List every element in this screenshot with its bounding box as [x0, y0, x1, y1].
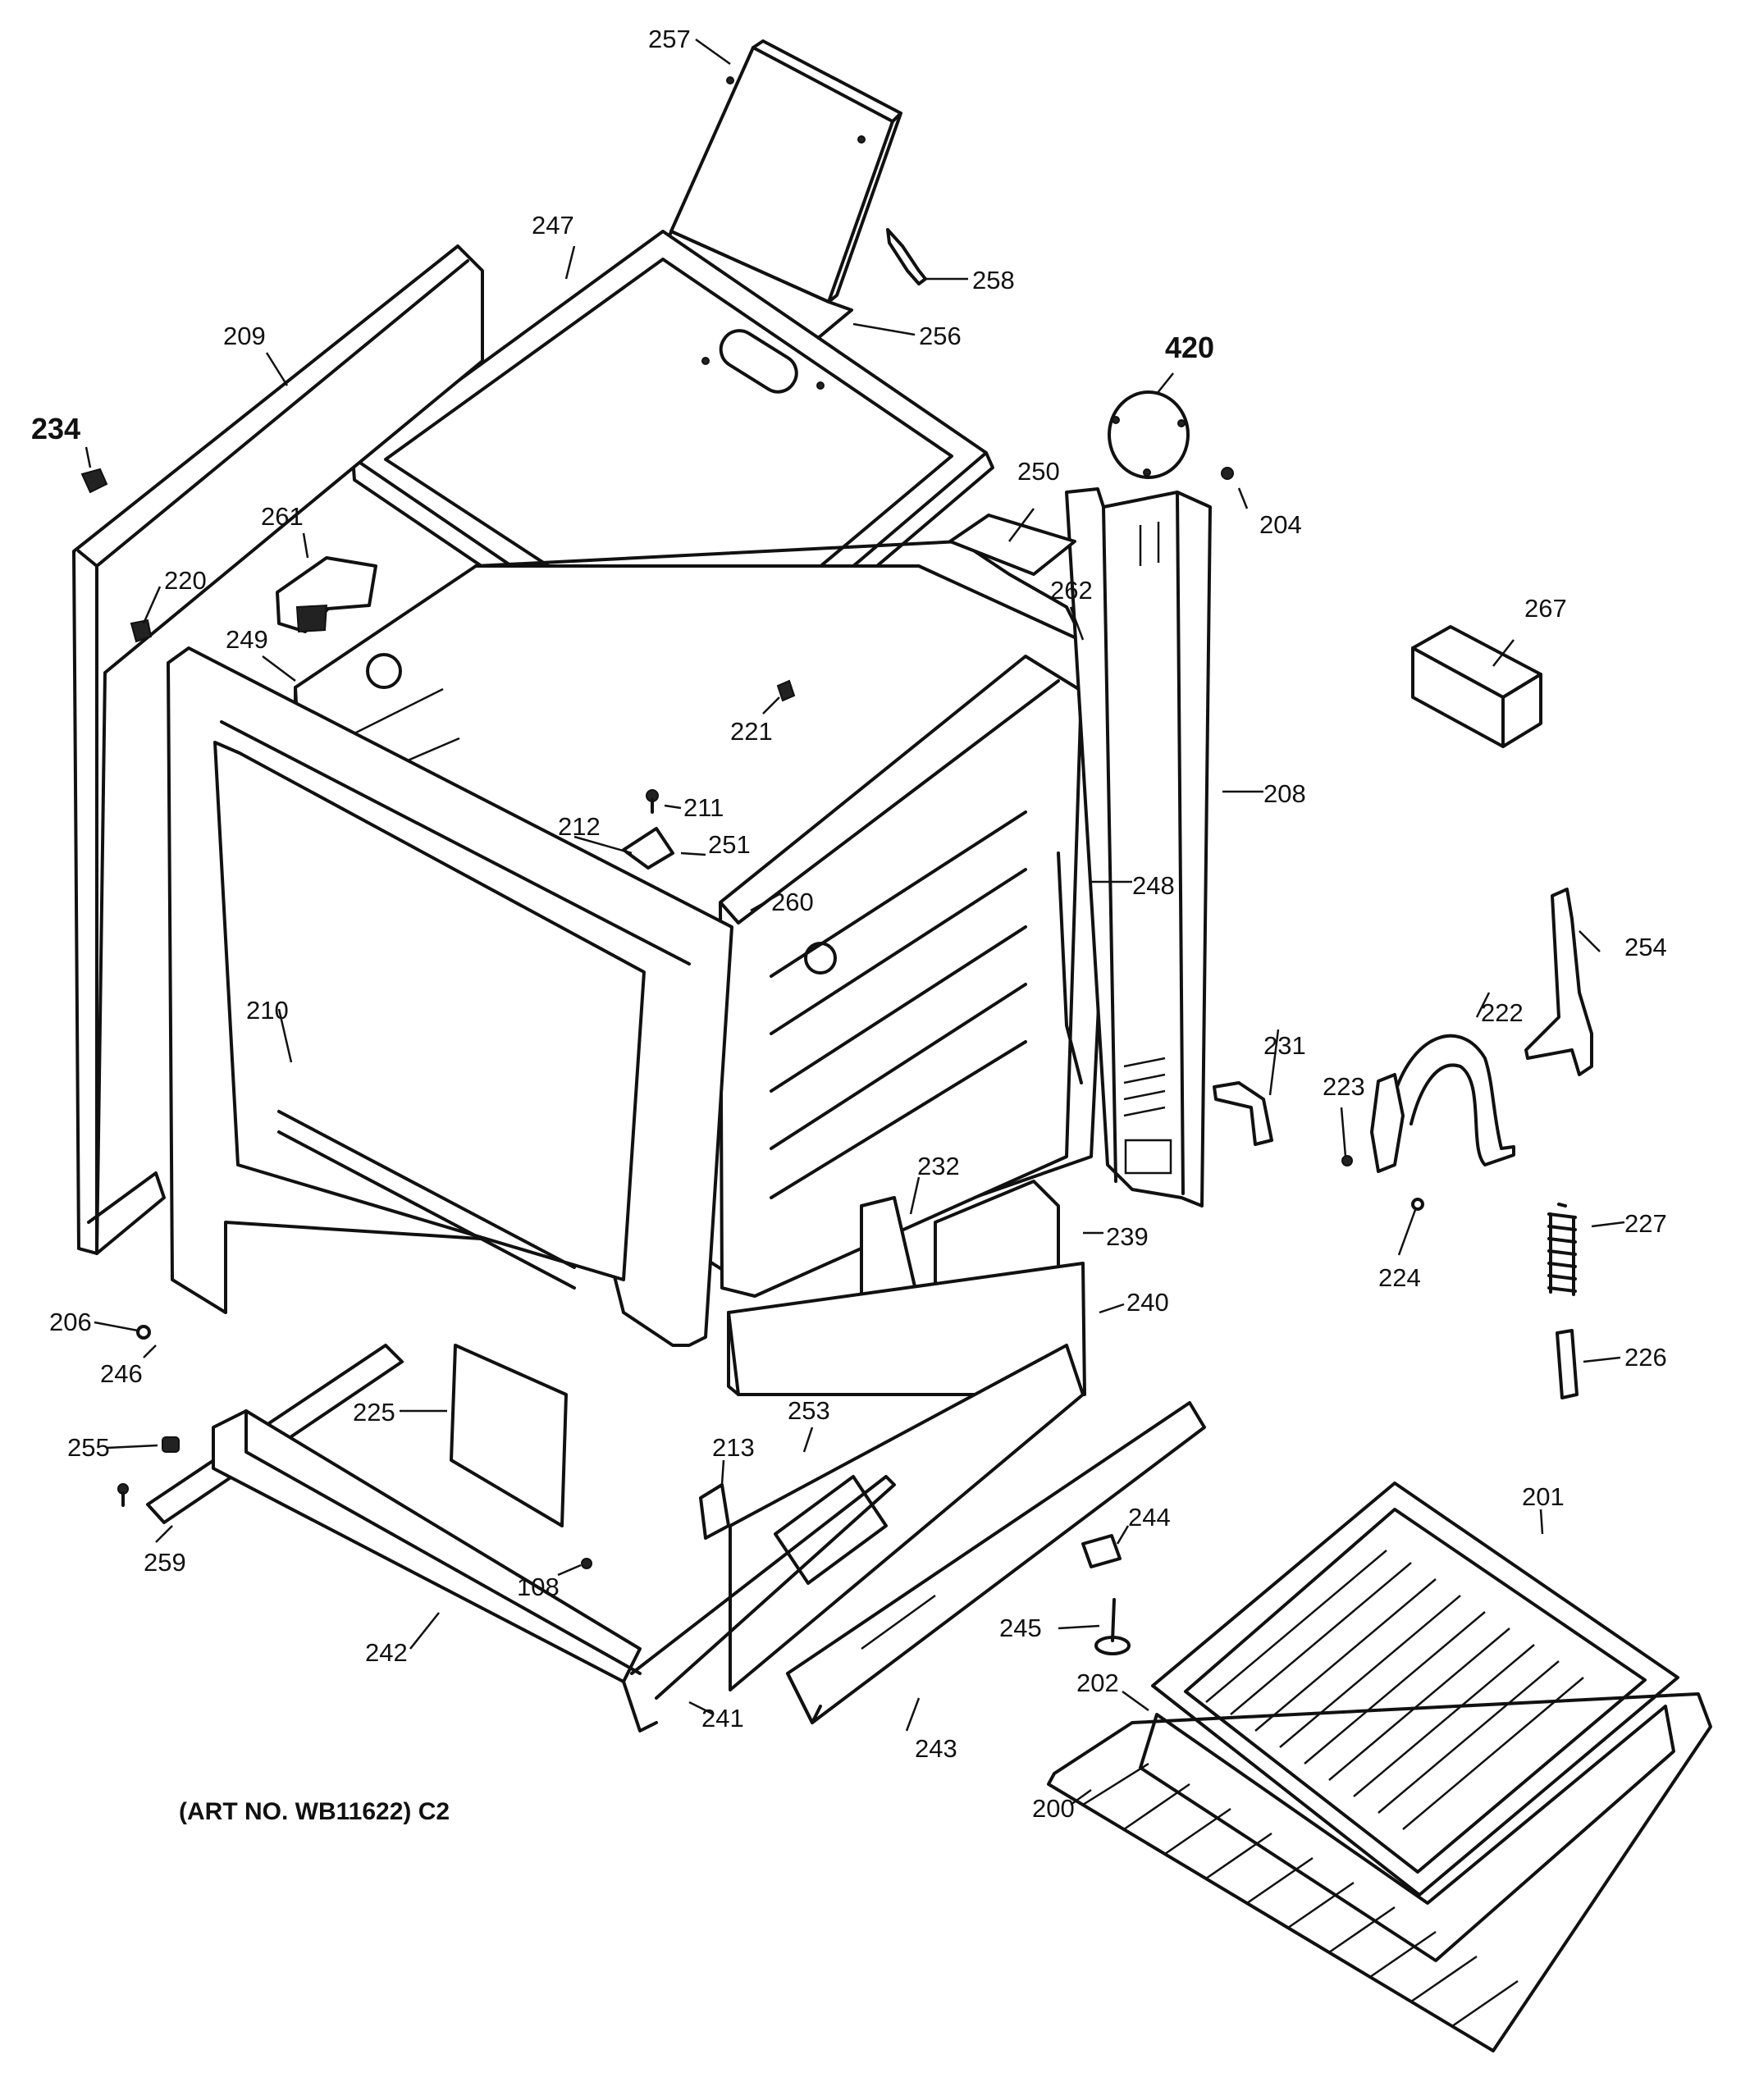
part-420-cover [1108, 390, 1190, 479]
part-258-clip [886, 228, 927, 285]
label-204: 204 [1259, 510, 1302, 539]
art-number: (ART NO. WB11622) C2 [179, 1798, 450, 1825]
part-244-clip [1081, 1534, 1122, 1568]
label-232: 232 [917, 1152, 960, 1180]
label-249: 249 [226, 625, 268, 654]
label-420: 420 [1165, 331, 1214, 364]
label-231: 231 [1263, 1031, 1306, 1060]
part-255-fastener [162, 1436, 180, 1453]
label-211: 211 [683, 793, 724, 822]
part-226-link [1556, 1329, 1579, 1399]
label-243: 243 [915, 1734, 957, 1763]
label-223: 223 [1323, 1072, 1365, 1101]
part-231-bracket [1213, 1081, 1273, 1146]
label-210: 210 [246, 996, 289, 1025]
label-213: 213 [712, 1433, 755, 1462]
label-250: 250 [1017, 457, 1060, 486]
label-245: 245 [999, 1614, 1042, 1642]
label-240: 240 [1126, 1288, 1169, 1317]
part-267-insulation-block [1411, 625, 1542, 748]
label-206: 206 [49, 1308, 92, 1336]
label-234: 234 [31, 412, 80, 445]
part-251-clip [622, 827, 674, 870]
part-261-insulation [276, 556, 377, 633]
part-225-plate [450, 1344, 568, 1527]
label-209: 209 [223, 322, 266, 350]
label-253: 253 [788, 1396, 830, 1425]
part-243-rail [786, 1401, 1206, 1724]
part-254-bracket [1524, 888, 1593, 1076]
leader-lines [85, 38, 1625, 1806]
part-255-screw [117, 1483, 129, 1507]
part-209-side-panel [72, 244, 484, 1255]
part-220-nut [130, 619, 153, 643]
part-241-rail [630, 1475, 896, 1700]
part-204-screw [1221, 467, 1234, 480]
part-253-kick-panel [729, 1344, 1085, 1691]
label-244: 244 [1128, 1503, 1171, 1532]
part-208-rear-panel [1065, 487, 1212, 1208]
label-261: 261 [261, 502, 304, 531]
label-201: 201 [1522, 1482, 1565, 1511]
label-220: 220 [164, 566, 207, 595]
label-267: 267 [1524, 594, 1567, 623]
part-210-front-frame [167, 646, 733, 1347]
label-254: 254 [1624, 933, 1667, 961]
label-247: 247 [532, 211, 574, 240]
part-245-leveler [1094, 1598, 1131, 1655]
label-226: 226 [1624, 1343, 1667, 1372]
part-211-screw [646, 789, 659, 814]
part-242-base [212, 1409, 658, 1732]
label-200: 200 [1032, 1794, 1075, 1823]
label-259: 259 [144, 1548, 186, 1577]
label-225: 225 [353, 1398, 395, 1427]
label-241: 241 [701, 1704, 744, 1732]
part-labels: 257 258 256 247 209 234 420 204 250 261 … [31, 25, 1667, 1823]
label-208: 208 [1263, 779, 1306, 808]
label-242: 242 [365, 1638, 408, 1667]
part-221-fastener [776, 679, 796, 702]
part-234-clip [80, 468, 108, 494]
part-248-side-lower [1057, 851, 1083, 1084]
part-224-nut [1411, 1198, 1424, 1211]
part-202-pan-bottom [1139, 1705, 1675, 1962]
label-258: 258 [972, 266, 1015, 294]
part-201-broiler-pan [1151, 1481, 1679, 1897]
label-251: 251 [708, 830, 751, 859]
part-213-bracket [699, 1483, 730, 1540]
part-222-hinge [1370, 1034, 1515, 1173]
label-260: 260 [771, 888, 814, 916]
part-227-spring [1547, 1203, 1577, 1296]
label-256: 256 [919, 322, 962, 350]
label-246: 246 [100, 1359, 143, 1388]
label-255: 255 [67, 1433, 110, 1462]
label-108: 108 [517, 1573, 560, 1601]
label-262: 262 [1050, 576, 1093, 605]
part-108-screw [581, 1558, 592, 1569]
label-222: 222 [1481, 998, 1524, 1027]
label-202: 202 [1076, 1669, 1119, 1697]
part-246-screw [136, 1325, 151, 1340]
label-239: 239 [1106, 1222, 1149, 1251]
label-248: 248 [1132, 871, 1175, 900]
part-260-right-side [719, 655, 1083, 1298]
label-227: 227 [1624, 1209, 1667, 1238]
part-223-screw [1341, 1155, 1353, 1166]
label-212: 212 [558, 812, 601, 841]
label-257: 257 [648, 25, 691, 53]
part-200-oven-rack [1047, 1692, 1712, 2052]
label-224: 224 [1378, 1263, 1421, 1292]
label-221: 221 [730, 717, 773, 746]
part-250-bracket [948, 514, 1076, 576]
